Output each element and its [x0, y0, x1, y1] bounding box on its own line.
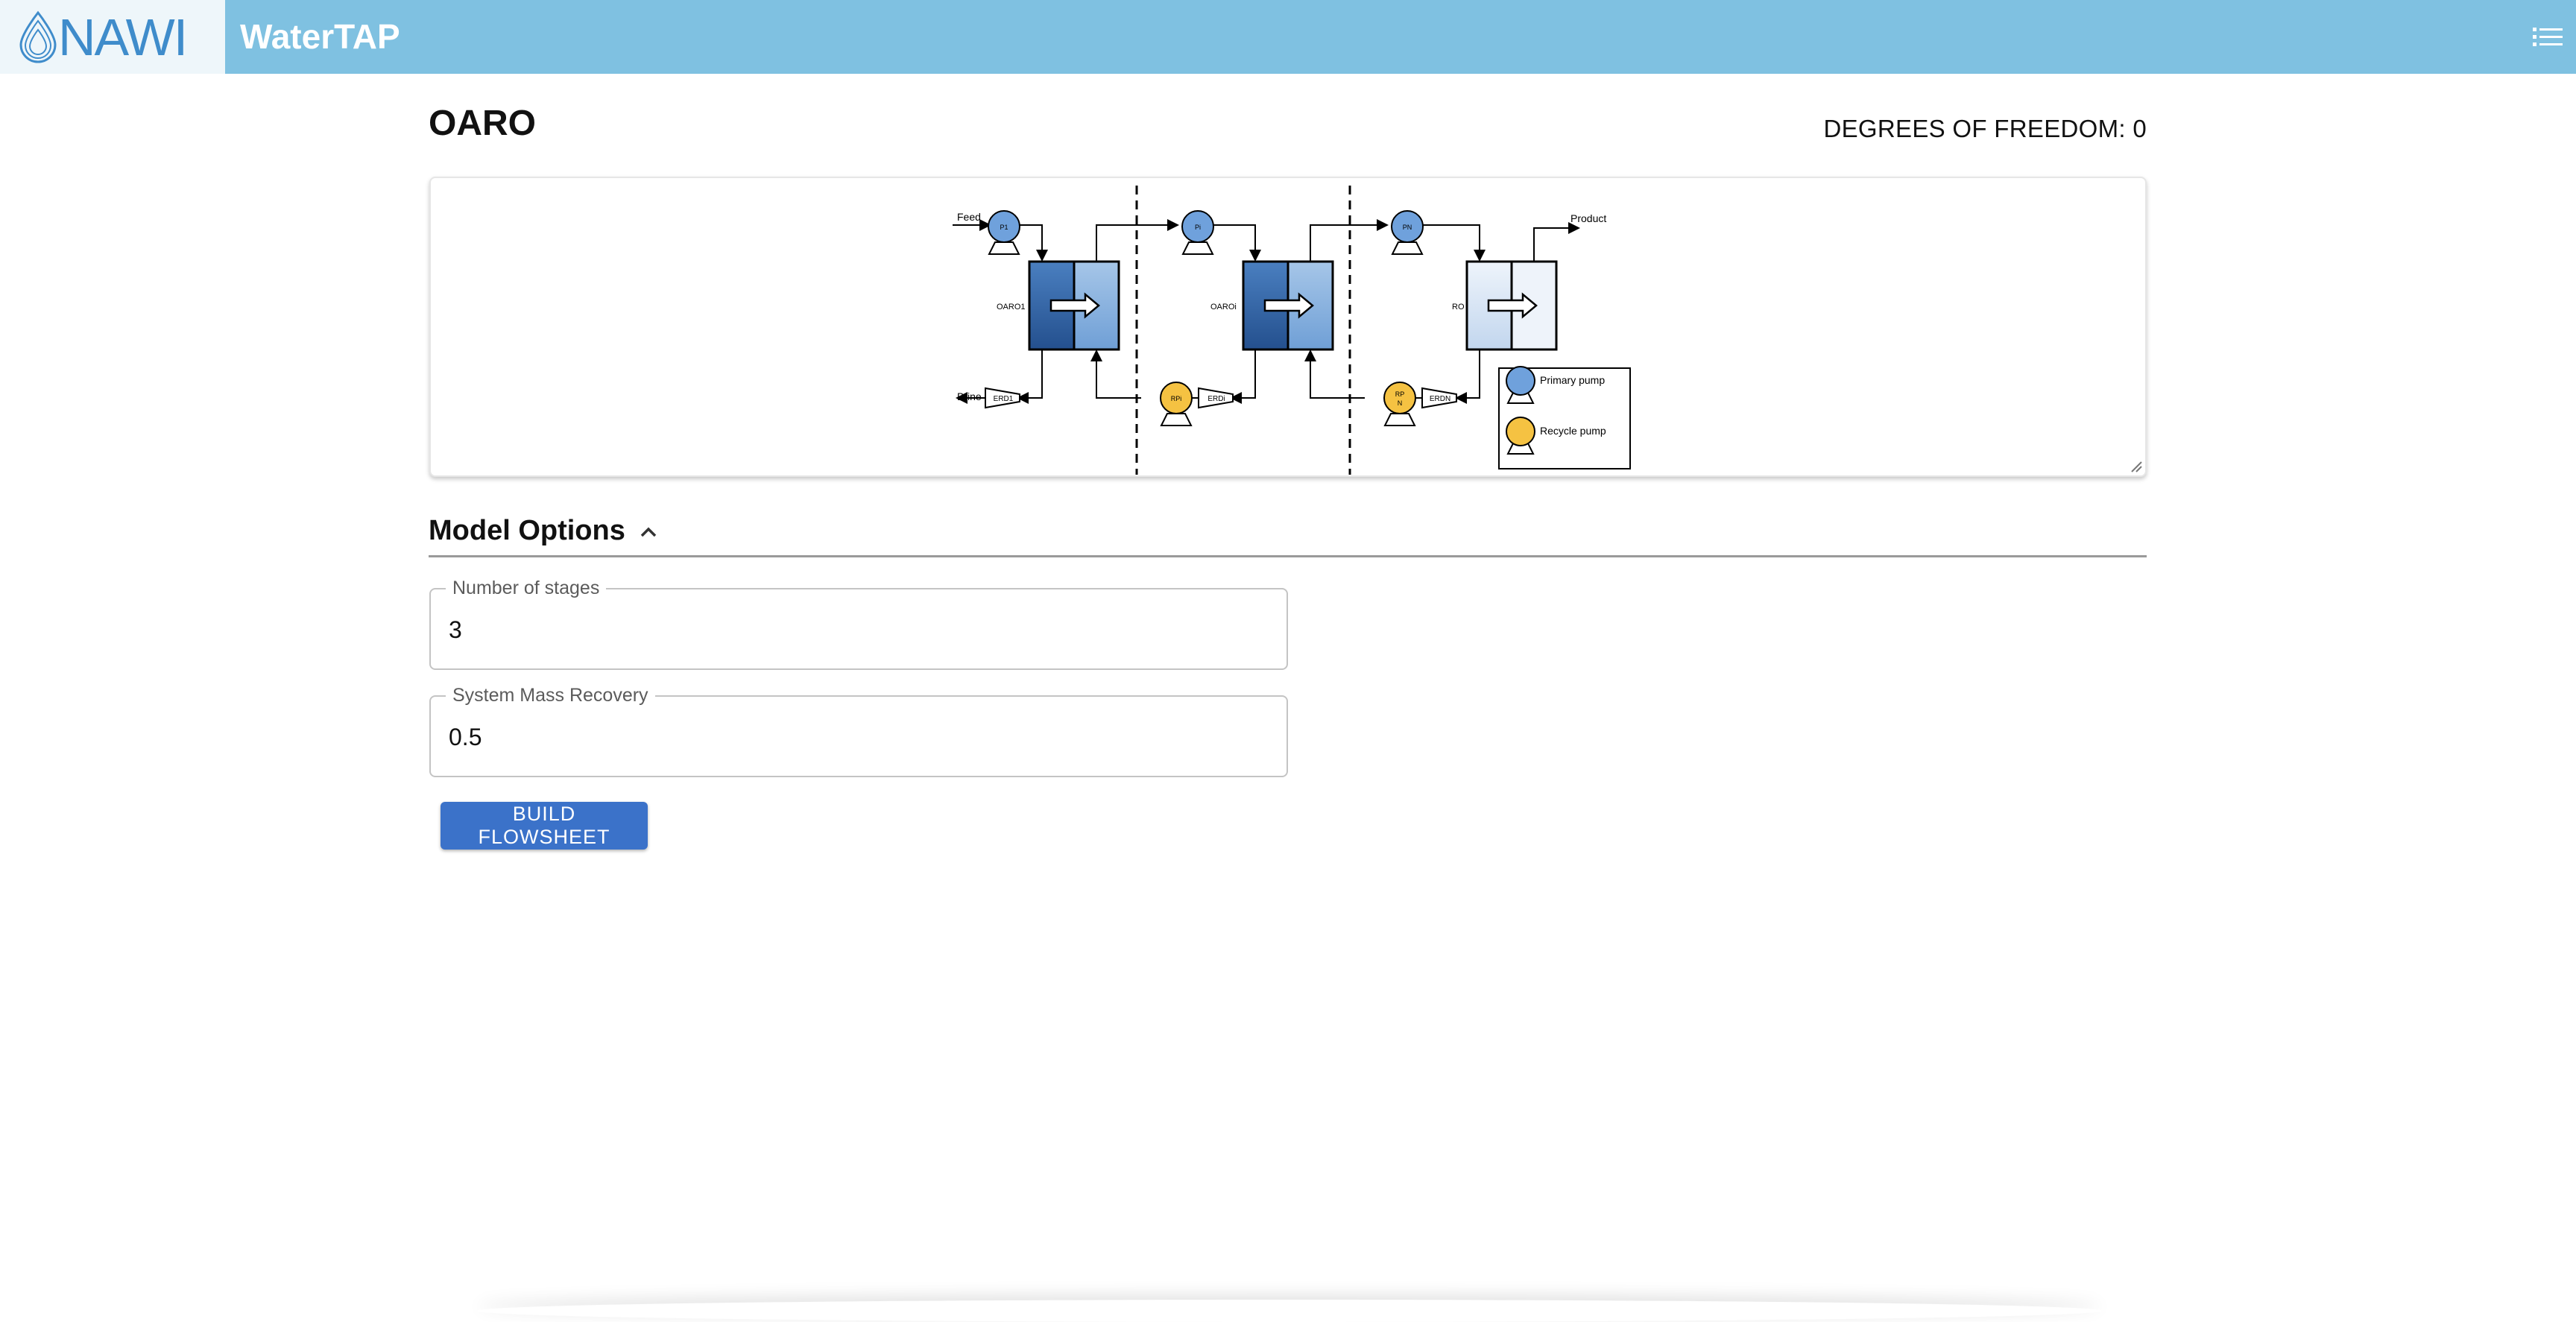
svg-text:Recycle pump: Recycle pump	[1540, 425, 1606, 437]
oaroi-label: OAROi	[1210, 303, 1237, 311]
oaroi-unit: OAROi	[1210, 260, 1334, 351]
svg-text:Pi: Pi	[1195, 224, 1201, 231]
dof-value: 0	[2133, 115, 2147, 142]
svg-text:PN: PN	[1403, 224, 1412, 231]
flowsheet-diagram-panel: Feed Product Brine OARO1 OAROi RO	[429, 177, 2147, 477]
erd-i: ERDi	[1198, 387, 1234, 409]
build-flowsheet-button[interactable]: BUILD FLOWSHEET	[441, 802, 648, 850]
field-label: System Mass Recovery	[446, 684, 655, 706]
svg-text:ERD1: ERD1	[994, 395, 1014, 403]
number-of-stages-field[interactable]: Number of stages	[429, 577, 1288, 670]
svg-text:RP: RP	[1395, 390, 1405, 398]
pump-pn: PN	[1391, 210, 1424, 255]
oaro1-unit: OARO1	[997, 260, 1120, 351]
recycle-pump-rpi: RPi	[1160, 382, 1193, 426]
system-mass-recovery-field[interactable]: System Mass Recovery	[429, 684, 1288, 777]
svg-text:RPi: RPi	[1171, 395, 1182, 402]
logo-text: NAWI	[58, 8, 188, 66]
erd-1: ERD1	[985, 387, 1020, 409]
erd-n: ERDN	[1421, 387, 1457, 409]
pump-pi: Pi	[1181, 210, 1214, 255]
list-menu-icon[interactable]	[2533, 25, 2563, 49]
svg-text:P1: P1	[1000, 224, 1008, 231]
svg-text:Primary pump: Primary pump	[1540, 374, 1605, 386]
ro-unit: RO	[1452, 260, 1558, 351]
feed-label: Feed	[957, 211, 981, 223]
app-title: WaterTAP	[240, 17, 400, 56]
ro-label: RO	[1452, 303, 1465, 311]
recycle-pump-rpn: RP N	[1383, 382, 1416, 426]
flowsheet-diagram: Feed Product Brine OARO1 OAROi RO	[953, 186, 1631, 475]
product-label: Product	[1570, 212, 1606, 224]
pump-p1: P1	[988, 210, 1020, 255]
chevron-up-icon[interactable]	[637, 520, 660, 544]
diagram-legend: Primary pump Recycle pump	[1498, 366, 1631, 469]
number-of-stages-input[interactable]	[449, 609, 1254, 651]
dof-label: DEGREES OF FREEDOM:	[1823, 115, 2126, 142]
oaro1-label: OARO1	[997, 303, 1026, 311]
degrees-of-freedom: DEGREES OF FREEDOM: 0	[1823, 112, 2147, 146]
section-divider	[429, 555, 2147, 557]
field-label: Number of stages	[446, 577, 607, 599]
svg-text:N: N	[1398, 399, 1403, 407]
svg-text:ERDi: ERDi	[1208, 395, 1225, 403]
bottom-edge-shadow	[477, 1300, 2102, 1322]
top-bar: NAWI WaterTAP	[0, 0, 2576, 74]
brine-label: Brine	[957, 390, 982, 402]
resize-handle-icon[interactable]	[2129, 459, 2142, 472]
system-mass-recovery-input[interactable]	[449, 716, 1254, 758]
svg-text:ERDN: ERDN	[1430, 395, 1450, 403]
water-drop-icon	[19, 10, 57, 63]
model-options-title: Model Options	[429, 515, 625, 546]
nawi-logo[interactable]: NAWI	[0, 0, 225, 74]
page-title: OARO	[429, 104, 536, 143]
